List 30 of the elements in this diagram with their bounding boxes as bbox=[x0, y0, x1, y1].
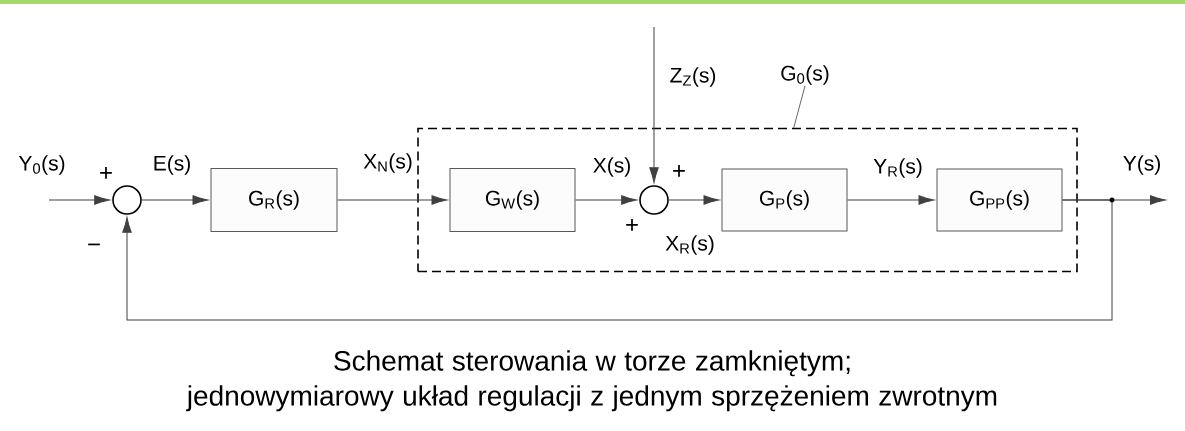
signal-arrow bbox=[575, 195, 637, 205]
feedback-arrow bbox=[122, 199, 1113, 321]
block-box: G$_{P}$(s) bbox=[721, 168, 848, 232]
sign-label: + bbox=[100, 167, 112, 179]
leader-line bbox=[793, 85, 806, 129]
signal-arrow bbox=[847, 195, 935, 205]
signal-arrow bbox=[668, 195, 720, 205]
caption: Schemat sterowania w torze zamkniętym; jednowymiarowy układ regulacji z jednym sprzężeniem zwrotnym bbox=[186, 350, 997, 412]
signal-label: X(s) bbox=[591, 156, 633, 178]
signal-label: Y$_{0}$(s) bbox=[17, 154, 67, 176]
block-box: G$_{W}$(s) bbox=[449, 168, 576, 232]
signal-arrow bbox=[337, 195, 448, 205]
dashed-frame bbox=[417, 127, 1078, 273]
summing-junction bbox=[112, 185, 142, 215]
block-label: G$_{0}$(s) bbox=[781, 65, 829, 85]
summing-junction bbox=[639, 185, 669, 215]
signal-label: E(s) bbox=[151, 154, 193, 176]
signal-label: Z$_{Z}$(s) bbox=[668, 66, 718, 88]
sign-label: + bbox=[673, 165, 685, 177]
signal-label: Y$_{R}$(s) bbox=[872, 157, 924, 179]
signal-label: X$_{R}$(s) bbox=[664, 234, 716, 256]
block-box: G$_{R}$(s) bbox=[210, 168, 338, 232]
signal-arrow bbox=[141, 195, 209, 205]
sign-label: + bbox=[626, 219, 638, 231]
signal-label: Y(s) bbox=[1121, 154, 1163, 176]
signal-arrow bbox=[48, 195, 110, 205]
block-box: G$_{PP}$(s) bbox=[936, 168, 1063, 232]
signal-label: X$_{N}$(s) bbox=[362, 152, 414, 174]
signal-arrow bbox=[649, 26, 659, 183]
sign-label: − bbox=[88, 243, 100, 246]
